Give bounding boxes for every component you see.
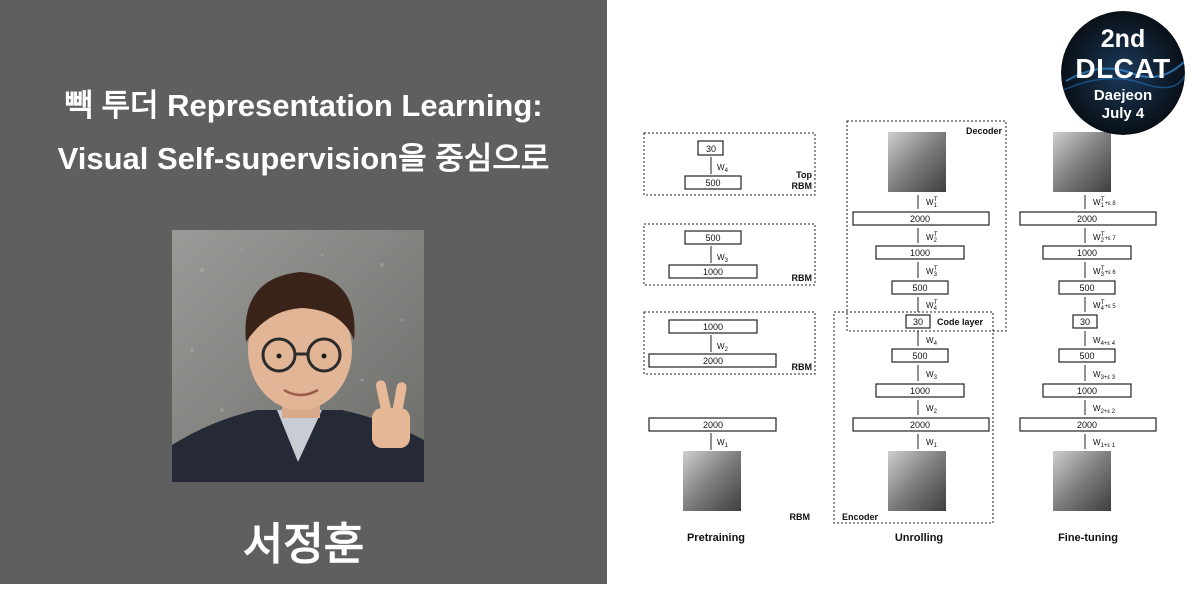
rbm3-bottom-value: 2000 [703, 356, 723, 366]
unrolling-layer-values: 2000 1000 500 30 500 1000 2000 [910, 214, 930, 430]
svg-text:500: 500 [1079, 351, 1094, 361]
code-layer-label: Code layer [937, 317, 984, 327]
unrolling-column [833, 120, 1007, 524]
slide-title-line-2: Visual Self-supervision을 중심으로 [57, 141, 550, 176]
rbm3-top-layer [668, 319, 758, 334]
autoencoder-diagram: 30 500 500 1000 1000 2000 2000 W4 W3 W2 … [643, 120, 1157, 544]
rbm1-bottom-layer [684, 175, 742, 190]
unrolling-encoder-2000 [852, 417, 990, 432]
pretraining-labels: 30 500 500 1000 1000 2000 2000 [703, 144, 723, 430]
svg-text:2000: 2000 [1077, 420, 1097, 430]
svg-text:500: 500 [1079, 283, 1094, 293]
diagram-panel: 30 500 500 1000 1000 2000 2000 W4 W3 W2 … [607, 0, 1195, 584]
badge-date: July 4 [1101, 105, 1145, 122]
svg-text:W4+ε 4: W4+ε 4 [1093, 336, 1116, 347]
unrolling-encoder-500 [891, 348, 949, 363]
finetuning-layer-values: 2000 1000 500 30 500 1000 2000 [1077, 214, 1097, 430]
unrolling-weights: W1T W2T W3T W4T W4 W3 W2 W1 [926, 197, 938, 449]
speaker-photo [172, 230, 424, 482]
speaker-name: 서정훈 [242, 520, 365, 569]
rbm3-label: RBM [792, 362, 813, 372]
svg-text:W2: W2 [717, 342, 729, 353]
rbm3-top-value: 1000 [703, 322, 723, 332]
rbm3-bottom-layer [648, 353, 777, 368]
svg-text:2000: 2000 [910, 214, 930, 224]
rbm2-bottom-layer [668, 264, 758, 279]
rbm1-label-bottom: RBM [792, 181, 813, 191]
rbm1-label-top: Top [796, 170, 812, 180]
svg-text:W3T: W3T [926, 266, 938, 278]
rbm1-top-layer [697, 140, 724, 156]
svg-text:W3+ε 3: W3+ε 3 [1093, 370, 1116, 381]
finetuning-input-image [1053, 451, 1111, 511]
unrolling-code-layer [905, 314, 931, 329]
svg-text:2000: 2000 [1077, 214, 1097, 224]
svg-text:30: 30 [1080, 317, 1090, 327]
svg-text:1000: 1000 [910, 248, 930, 258]
decoder-box [846, 120, 1007, 332]
unrolling-decoder-2000 [852, 211, 990, 226]
unrolling-caption: Unrolling [895, 532, 943, 544]
svg-text:W4: W4 [717, 163, 729, 174]
rbm1-top-value: 30 [706, 144, 716, 154]
finetuning-caption: Fine-tuning [1058, 532, 1118, 544]
svg-text:30: 30 [913, 317, 923, 327]
svg-text:W1: W1 [717, 438, 729, 449]
rbm-labels: Top RBM RBM RBM RBM [790, 170, 813, 522]
rbm2-bottom-value: 1000 [703, 267, 723, 277]
svg-text:W4: W4 [926, 336, 938, 347]
badge-edition: 2nd [1100, 25, 1146, 53]
unrolling-encoder-1000 [875, 383, 965, 398]
svg-text:W2T+ε 7: W2T+ε 7 [1093, 232, 1116, 244]
svg-text:W1T: W1T [926, 197, 938, 209]
event-badge-logo: 2nd DLCAT Daejeon July 4 [1061, 11, 1185, 135]
svg-text:1000: 1000 [1077, 248, 1097, 258]
svg-text:W2: W2 [926, 404, 938, 415]
unrolling-decoder-1000 [875, 245, 965, 260]
rbm4-layer [648, 417, 777, 432]
svg-text:W1+ε 1: W1+ε 1 [1093, 438, 1116, 449]
rbm1-bottom-value: 500 [705, 178, 720, 188]
pretraining-column [643, 132, 816, 511]
svg-text:W4T: W4T [926, 300, 938, 312]
unrolling-decoder-500 [891, 280, 949, 295]
finetuning-output-image [1053, 132, 1111, 192]
svg-text:W2T: W2T [926, 232, 938, 244]
finetuning-weights: W1T+ε 8 W2T+ε 7 W3T+ε 6 W4T+ε 5 W4+ε 4 W… [1093, 197, 1116, 449]
rbm4-label: RBM [790, 512, 811, 522]
pretraining-weights: W4 W3 W2 W1 [717, 163, 729, 449]
encoder-label: Encoder [842, 512, 879, 522]
rbm2-top-value: 500 [705, 233, 720, 243]
svg-text:W2+ε 2: W2+ε 2 [1093, 404, 1116, 415]
svg-text:500: 500 [912, 283, 927, 293]
rbm4-top-value: 2000 [703, 420, 723, 430]
rbm2-label: RBM [792, 273, 813, 283]
unrolling-input-image [888, 451, 946, 511]
top-rbm-box [643, 132, 816, 196]
svg-text:W1T+ε 8: W1T+ε 8 [1093, 197, 1116, 209]
rbm2-top-layer [684, 230, 742, 245]
pretraining-input-image [683, 451, 741, 511]
svg-text:W3T+ε 6: W3T+ε 6 [1093, 266, 1116, 278]
encoder-box [833, 311, 994, 524]
rbm2-box [643, 223, 816, 286]
svg-text:1000: 1000 [1077, 386, 1097, 396]
slide-title-line-1: 빽 투더 Representation Learning: [64, 88, 543, 123]
svg-text:W3: W3 [717, 253, 729, 264]
decoder-label: Decoder [966, 126, 1003, 136]
badge-name: DLCAT [1075, 53, 1171, 84]
pretraining-caption: Pretraining [687, 532, 745, 544]
finetuning-column [1019, 132, 1157, 511]
badge-city: Daejeon [1093, 87, 1153, 104]
title-panel: 빽 투더 Representation Learning: Visual Sel… [0, 0, 607, 584]
unrolling-output-image [888, 132, 946, 192]
svg-text:W3: W3 [926, 370, 938, 381]
svg-text:1000: 1000 [910, 386, 930, 396]
svg-text:W1: W1 [926, 438, 938, 449]
rbm3-box [643, 311, 816, 375]
svg-text:500: 500 [912, 351, 927, 361]
svg-text:2000: 2000 [910, 420, 930, 430]
svg-text:W4T+ε 5: W4T+ε 5 [1093, 300, 1116, 312]
